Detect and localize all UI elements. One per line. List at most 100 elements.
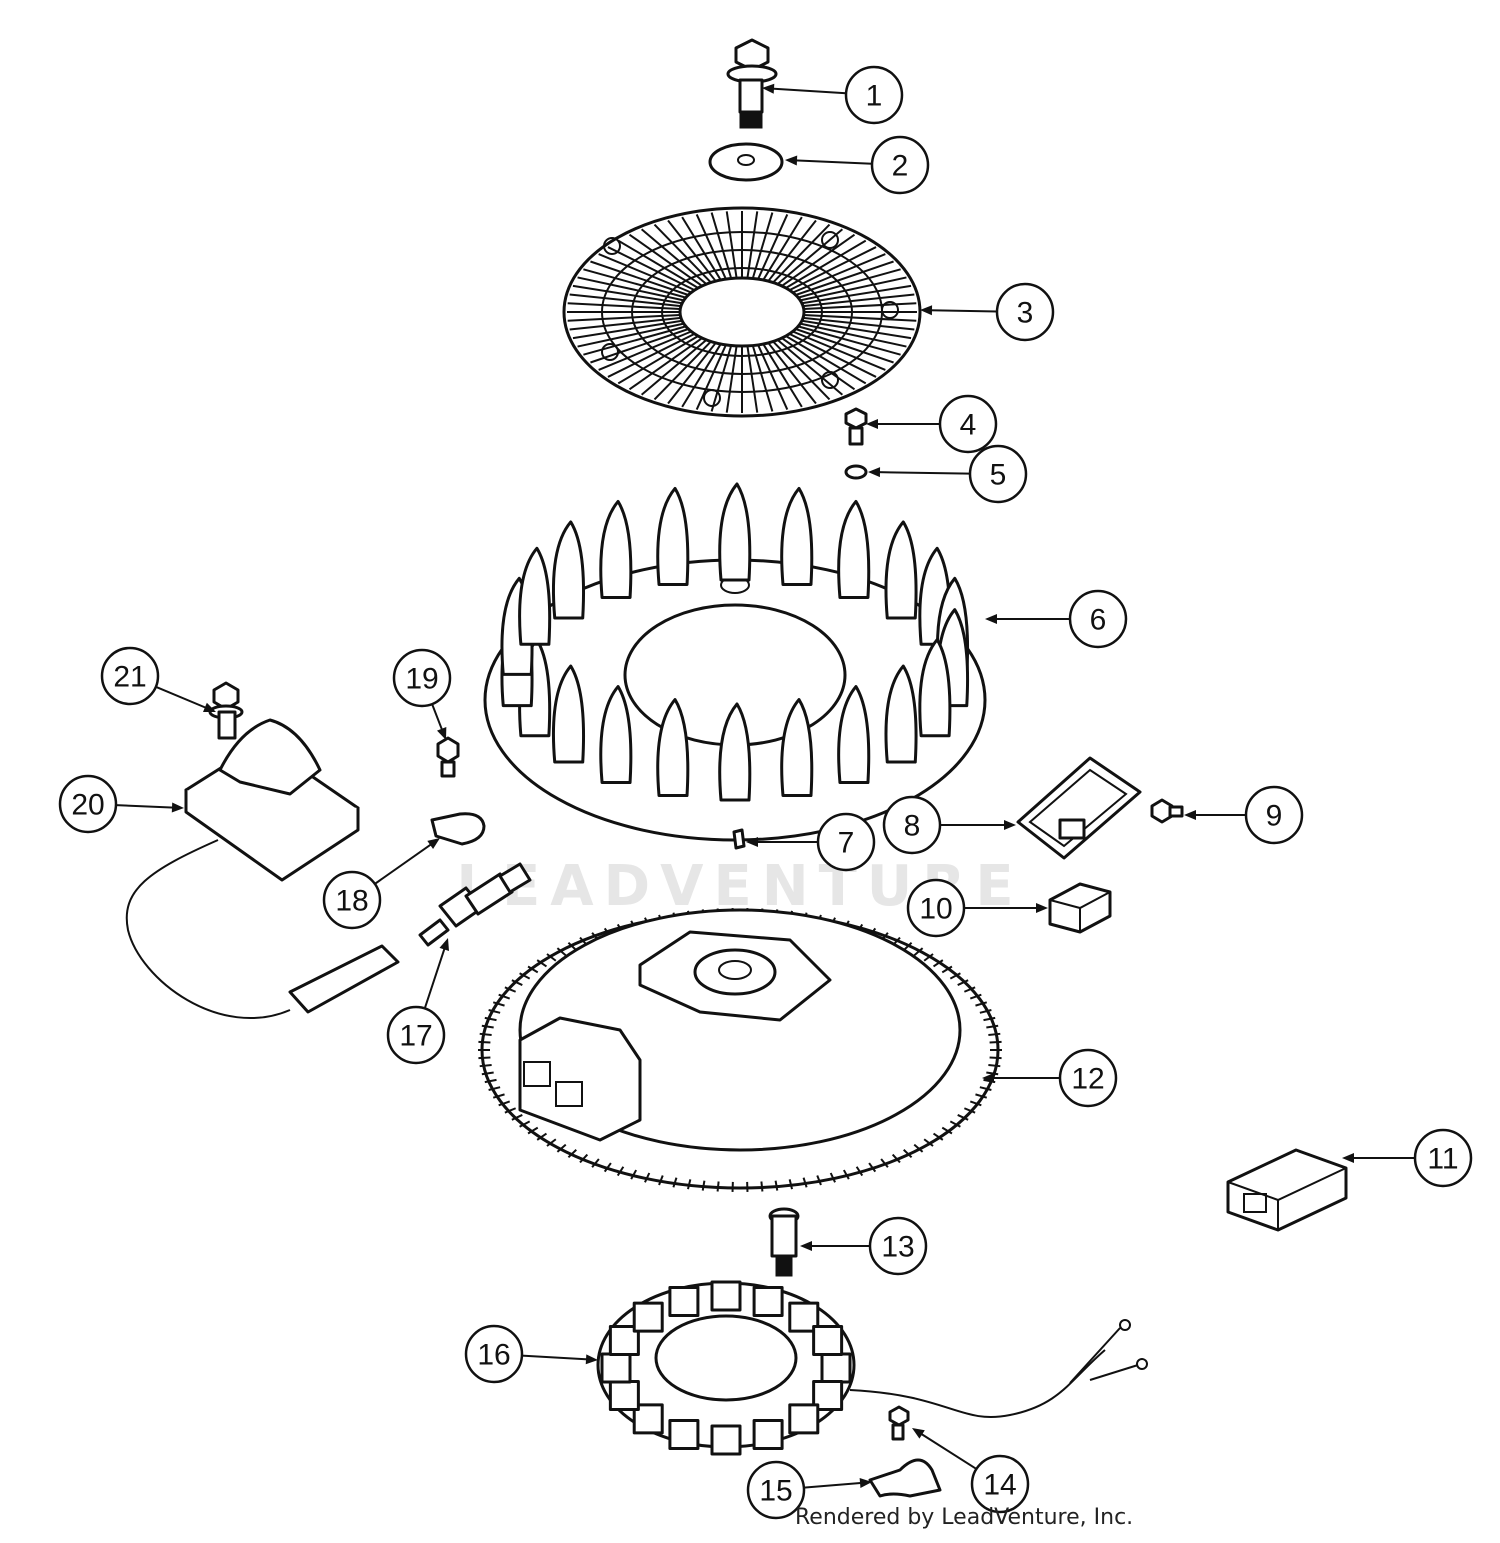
callout-9: 9 bbox=[1184, 785, 1304, 845]
callout-circle bbox=[906, 878, 966, 938]
callout-circle bbox=[868, 1216, 928, 1276]
callout-leader bbox=[803, 1481, 863, 1489]
callout-circle bbox=[100, 646, 160, 706]
callout-arrowhead bbox=[785, 155, 798, 166]
part-10-connector bbox=[1048, 882, 1112, 934]
callout-arrowhead bbox=[203, 702, 216, 712]
callout-arrowhead bbox=[1342, 1153, 1354, 1163]
callout-number: 19 bbox=[405, 663, 438, 696]
callout-circle bbox=[995, 282, 1055, 342]
callout-8: 8 bbox=[882, 795, 1016, 855]
callout-circle bbox=[1413, 1128, 1473, 1188]
callout-circle bbox=[1244, 785, 1304, 845]
callout-leader bbox=[431, 703, 444, 732]
callout-number: 2 bbox=[892, 150, 909, 183]
callout-arrowhead bbox=[800, 1241, 812, 1251]
callout-circle bbox=[322, 870, 382, 930]
part-12-flywheel bbox=[478, 908, 1002, 1192]
callout-circle bbox=[870, 135, 930, 195]
callout-arrowhead bbox=[171, 802, 184, 813]
callout-arrowhead bbox=[912, 1428, 925, 1439]
callout-number: 15 bbox=[759, 1475, 792, 1508]
callout-circle bbox=[464, 1324, 524, 1384]
callout-number: 17 bbox=[399, 1020, 432, 1053]
callout-number: 6 bbox=[1090, 604, 1107, 637]
callout-number: 10 bbox=[919, 893, 952, 926]
callout-number: 3 bbox=[1017, 297, 1034, 330]
callout-arrowhead bbox=[982, 1073, 994, 1083]
part-19-screw bbox=[436, 736, 460, 778]
callout-number: 18 bbox=[335, 885, 368, 918]
callout-leader bbox=[374, 842, 433, 885]
part-7-key bbox=[732, 828, 746, 850]
callout-number: 5 bbox=[990, 459, 1007, 492]
callout-number: 21 bbox=[113, 661, 146, 694]
callout-arrowhead bbox=[437, 727, 447, 740]
callout-arrowhead bbox=[439, 938, 449, 951]
callout-17: 17 bbox=[386, 938, 449, 1065]
part-9-screw bbox=[1150, 798, 1184, 824]
callout-number: 9 bbox=[1266, 800, 1283, 833]
callout-arrowhead bbox=[859, 1478, 872, 1488]
callout-number: 7 bbox=[838, 827, 855, 860]
callout-circle bbox=[968, 444, 1028, 504]
callout-number: 16 bbox=[477, 1339, 510, 1372]
part-2-washer bbox=[708, 142, 784, 182]
callout-circle bbox=[844, 65, 904, 125]
callout-circle bbox=[746, 1460, 806, 1520]
callout-number: 20 bbox=[71, 789, 104, 822]
callout-leader bbox=[794, 159, 873, 165]
part-1-flange-bolt bbox=[726, 38, 778, 129]
callout-10: 10 bbox=[906, 878, 1048, 938]
callout-1: 1 bbox=[762, 65, 904, 125]
callout-number: 4 bbox=[960, 409, 977, 442]
callout-leader bbox=[919, 1432, 977, 1470]
part-13-bolt bbox=[768, 1207, 800, 1277]
callout-11: 11 bbox=[1342, 1128, 1473, 1188]
callout-circle bbox=[882, 795, 942, 855]
callout-arrowhead bbox=[427, 838, 440, 849]
part-11-housing bbox=[1226, 1148, 1348, 1232]
part-18-clip bbox=[430, 812, 486, 846]
part-8-plate bbox=[1016, 756, 1142, 860]
callout-arrowhead bbox=[1004, 820, 1016, 830]
callout-circle bbox=[386, 1005, 446, 1065]
callout-4: 4 bbox=[866, 394, 998, 454]
callout-leader bbox=[155, 685, 208, 710]
callout-arrowhead bbox=[868, 467, 881, 478]
callout-20: 20 bbox=[58, 774, 184, 834]
callout-number: 8 bbox=[904, 810, 921, 843]
callout-circle bbox=[1068, 589, 1128, 649]
callout-circle bbox=[816, 812, 876, 872]
callout-circle bbox=[58, 774, 118, 834]
callout-13: 13 bbox=[800, 1216, 928, 1276]
part-5-lock-washer bbox=[844, 464, 868, 480]
callout-6: 6 bbox=[985, 589, 1128, 649]
callout-19: 19 bbox=[392, 648, 452, 740]
callout-leader bbox=[929, 309, 998, 313]
callout-circle bbox=[938, 394, 998, 454]
callout-arrowhead bbox=[585, 1354, 598, 1365]
callout-number: 12 bbox=[1071, 1063, 1104, 1096]
part-4-screw bbox=[844, 407, 868, 446]
callout-21: 21 bbox=[100, 646, 216, 712]
callout-leader bbox=[521, 1354, 589, 1361]
part-21-bolt bbox=[208, 681, 244, 740]
callout-15: 15 bbox=[746, 1460, 872, 1520]
part-15-clamp bbox=[868, 1458, 942, 1498]
callout-5: 5 bbox=[868, 444, 1028, 504]
callout-18: 18 bbox=[322, 838, 440, 930]
callout-circle bbox=[970, 1454, 1030, 1514]
callout-16: 16 bbox=[464, 1324, 598, 1384]
part-17-spark-plug bbox=[418, 862, 532, 947]
callout-circle bbox=[1058, 1048, 1118, 1108]
callout-arrowhead bbox=[985, 614, 997, 624]
callout-arrowhead bbox=[1184, 810, 1196, 820]
callout-2: 2 bbox=[785, 135, 930, 195]
callout-leader bbox=[771, 87, 847, 95]
part-16-stator bbox=[596, 1280, 1148, 1456]
callout-arrowhead bbox=[920, 305, 933, 316]
callout-3: 3 bbox=[920, 282, 1055, 342]
callout-number: 13 bbox=[881, 1231, 914, 1264]
